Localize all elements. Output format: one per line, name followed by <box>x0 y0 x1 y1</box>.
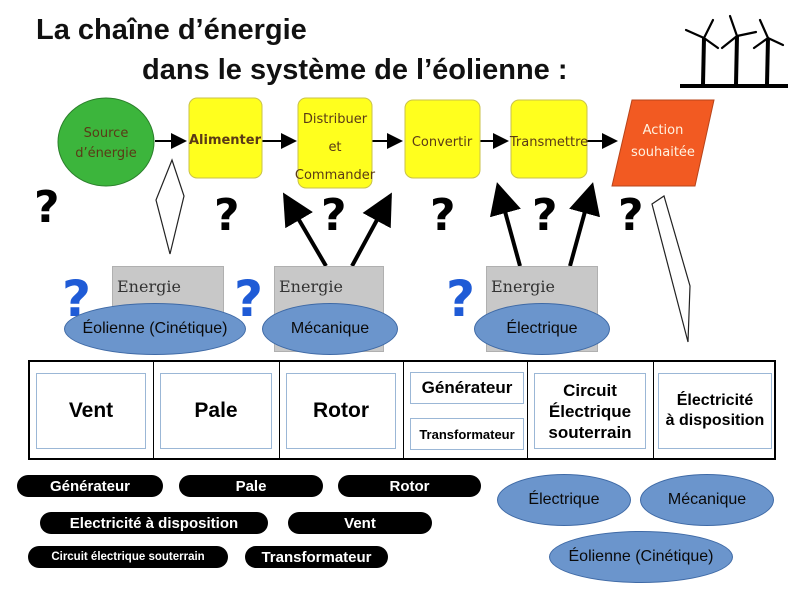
action-pointer-shape <box>651 195 691 343</box>
energy-type-mecanique[interactable]: Mécanique <box>262 303 398 355</box>
table-cell-3: Rotor <box>280 362 404 458</box>
table-cell-1: Vent <box>30 362 154 458</box>
source-pointer-shape <box>155 158 185 255</box>
distribuer-node <box>297 97 373 189</box>
energy-type-electrique[interactable]: Électrique <box>474 303 610 355</box>
action-label-1: Action <box>643 123 684 138</box>
answer-pill-rotor[interactable]: Rotor <box>338 475 481 497</box>
question-mark-action: ? <box>618 190 644 241</box>
energy-box-1-label: Energie <box>117 277 181 296</box>
table-cell-transformateur[interactable]: Transformateur <box>410 418 524 450</box>
table-cell-pale[interactable]: Pale <box>160 373 272 449</box>
energy-type-eolienne[interactable]: Éolienne (Cinétique) <box>64 303 246 355</box>
source-node <box>57 97 155 187</box>
question-mark-source: ? <box>34 182 60 233</box>
answer-pill-electricite[interactable]: Electricité à disposition <box>40 512 268 534</box>
question-mark-distribuer: ? <box>321 190 347 241</box>
answer-pill-transformateur[interactable]: Transformateur <box>245 546 388 568</box>
energy-box-3-label: Energie <box>491 277 555 296</box>
energy-box-2-label: Energie <box>279 277 343 296</box>
source-label-1: Source <box>84 126 129 141</box>
wind-turbines-icon <box>680 14 788 88</box>
convertir-node <box>404 99 481 179</box>
title-line-2: dans le système de l’éolienne : <box>142 54 568 86</box>
source-label-2: d’énergie <box>75 146 137 161</box>
action-node <box>611 99 715 187</box>
table-cell-vent[interactable]: Vent <box>36 373 146 449</box>
table-cell-2: Pale <box>154 362 280 458</box>
table-cell-rotor[interactable]: Rotor <box>286 373 396 449</box>
table-cell-5: Circuit Électrique souterrain <box>528 362 654 458</box>
blue-question-mark-3: ? <box>446 270 476 328</box>
energy-chain-diagram: Source d’énergie Alimenter Distribuer et… <box>34 14 788 343</box>
table-cell-4: Générateur Transformateur <box>404 362 528 458</box>
answer-pill-circuit[interactable]: Circuit électrique souterrain <box>28 546 228 568</box>
answer-pill-generateur[interactable]: Générateur <box>17 475 163 497</box>
components-table: Vent Pale Rotor Générateur Transformateu… <box>28 360 776 460</box>
answer-ellipse-electrique[interactable]: Électrique <box>497 474 631 526</box>
transmettre-label: Transmettre <box>509 135 588 150</box>
table-cell-generateur[interactable]: Générateur <box>410 372 524 404</box>
table-cell-electricite[interactable]: Électricité à disposition <box>658 373 772 449</box>
table-cell-circuit[interactable]: Circuit Électrique souterrain <box>534 373 646 449</box>
answer-ellipse-mecanique[interactable]: Mécanique <box>640 474 774 526</box>
answer-pill-pale[interactable]: Pale <box>179 475 323 497</box>
distribuer-label-1: Distribuer <box>303 112 368 127</box>
title-line-1: La chaîne d’énergie <box>36 14 307 46</box>
table-cell-6: Électricité à disposition <box>654 362 774 458</box>
action-label-2: souhaitée <box>631 145 695 160</box>
question-mark-convertir: ? <box>430 190 456 241</box>
distribuer-label-2: et <box>328 140 341 155</box>
alimenter-label: Alimenter <box>189 133 262 148</box>
answer-pill-vent[interactable]: Vent <box>288 512 432 534</box>
answer-ellipse-eolienne[interactable]: Éolienne (Cinétique) <box>549 531 733 583</box>
distribuer-label-3: Commander <box>295 168 376 183</box>
transmettre-node <box>510 99 588 179</box>
alimenter-node <box>188 97 263 179</box>
question-mark-alimenter: ? <box>214 190 240 241</box>
question-mark-transmettre: ? <box>532 190 558 241</box>
convertir-label: Convertir <box>412 135 473 150</box>
